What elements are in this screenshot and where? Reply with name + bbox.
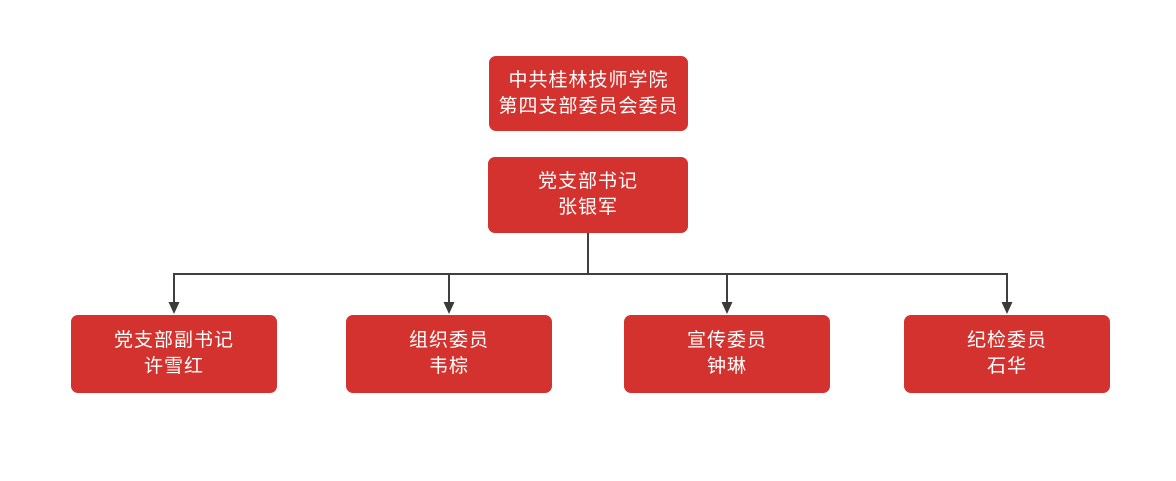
secretary-role: 党支部书记 — [537, 171, 638, 192]
org-node-member-organization: 组织委员 韦棕 — [346, 315, 552, 393]
member-name: 许雪红 — [143, 356, 204, 377]
arrowhead-icon-1 — [168, 302, 180, 314]
member-role: 纪检委员 — [966, 330, 1047, 351]
org-node-member-propaganda: 宣传委员 钟琳 — [624, 315, 830, 393]
member-name: 韦棕 — [428, 356, 469, 377]
member-name: 钟琳 — [706, 356, 747, 377]
org-node-secretary: 党支部书记 张银军 — [488, 157, 688, 233]
arrowhead-icon-4 — [1001, 302, 1013, 314]
org-node-committee-title: 中共桂林技师学院 第四支部委员会委员 — [489, 56, 688, 131]
member-role: 组织委员 — [408, 330, 489, 351]
committee-title-line2: 第四支部委员会委员 — [498, 95, 679, 117]
member-role: 宣传委员 — [686, 330, 767, 351]
secretary-name: 张银军 — [557, 197, 618, 218]
arrowhead-icon-2 — [443, 302, 455, 314]
org-node-member-discipline: 纪检委员 石华 — [904, 315, 1110, 393]
committee-title-line1: 中共桂林技师学院 — [508, 69, 669, 91]
member-role: 党支部副书记 — [113, 330, 234, 351]
arrowhead-icon-3 — [721, 302, 733, 314]
org-node-member-deputy-secretary: 党支部副书记 许雪红 — [71, 315, 277, 393]
member-name: 石华 — [986, 356, 1027, 377]
